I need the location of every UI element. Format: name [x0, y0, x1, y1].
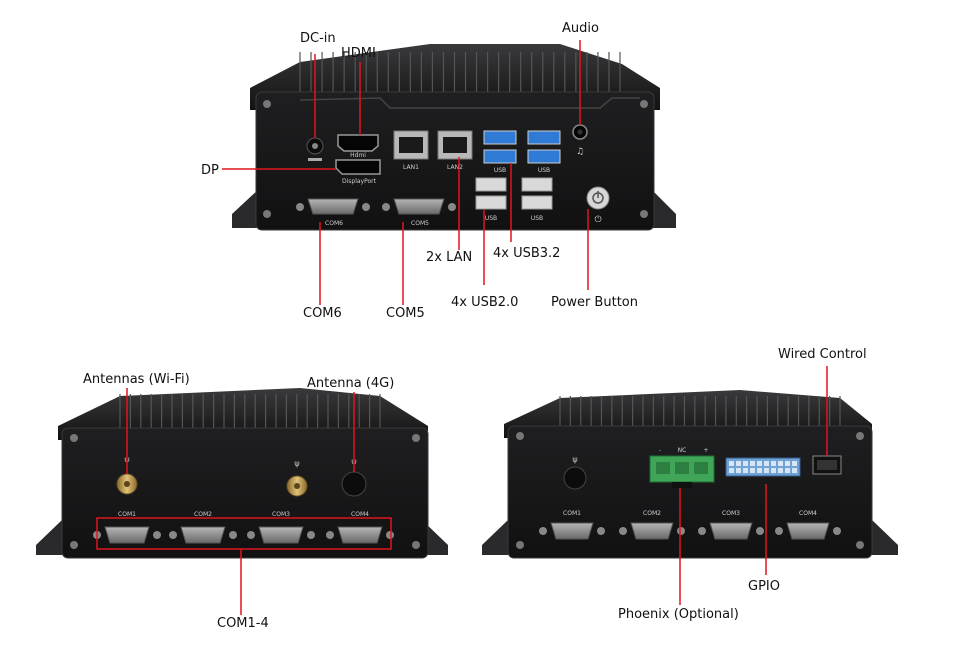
callout-com5: COM5 — [386, 306, 425, 321]
front-panel — [61, 427, 429, 559]
antenna-icon: ψ — [572, 455, 577, 464]
callout-4x-usb20: 4x USB2.0 — [451, 295, 519, 310]
phoenix-minus-label: - — [659, 447, 661, 454]
callout-antenna-4g: Antenna (4G) — [307, 376, 395, 391]
bottom-right-device: ψ - NC + COM1 COM2 COM3 COM4 — [482, 390, 898, 559]
lan1-port-label: LAN1 — [403, 164, 419, 171]
callout-dp: DP — [201, 163, 219, 178]
phoenix-plus-label: + — [703, 447, 708, 454]
wifi-antenna-connector — [116, 473, 138, 495]
top-callout-lines — [222, 40, 589, 305]
hdmi-port-label: Hdmi — [350, 152, 366, 159]
com1-4-ports: COM1 COM2 COM3 COM4 — [93, 511, 394, 544]
displayport-port-label: DisplayPort — [342, 178, 377, 185]
displayport-port — [335, 159, 381, 175]
com6-port-label: COM6 — [325, 220, 343, 227]
wifi-antenna-connector — [286, 475, 308, 497]
com1-port-label: COM1 — [563, 510, 581, 517]
phoenix-nc-label: NC — [678, 447, 687, 454]
callout-4x-usb32: 4x USB3.2 — [493, 246, 561, 261]
4g-antenna-cap — [341, 471, 367, 497]
callout-com1-4: COM1-4 — [217, 616, 269, 631]
antenna-cap — [563, 466, 587, 490]
com4-port-label: COM4 — [351, 511, 369, 518]
callout-phoenix-optional: Phoenix (Optional) — [618, 607, 739, 622]
power-icon: ⏻ — [594, 214, 601, 225]
mount-foot-right — [650, 188, 676, 228]
fin-lines — [299, 52, 621, 96]
screw — [640, 100, 648, 108]
screw — [640, 210, 648, 218]
screw — [263, 100, 271, 108]
bottom-right-callout-lines — [679, 366, 828, 605]
lan2-port-label: LAN2 — [447, 164, 463, 171]
phoenix-connector — [649, 455, 715, 488]
callout-com6: COM6 — [303, 306, 342, 321]
com3-port-label: COM3 — [272, 511, 290, 518]
callout-antennas-wifi: Antennas (Wi-Fi) — [83, 372, 190, 387]
com2-port-label: COM2 — [194, 511, 212, 518]
com5-port-label: COM5 — [411, 220, 429, 227]
com1-port-label: COM1 — [118, 511, 136, 518]
usb32-ports — [483, 130, 561, 164]
usb-label: USB — [538, 167, 550, 174]
callout-gpio: GPIO — [748, 579, 780, 594]
com2-port-label: COM2 — [643, 510, 661, 517]
usb-label: USB — [494, 167, 506, 174]
hdmi-port — [337, 134, 379, 152]
bottom-left-callout-lines — [126, 388, 355, 615]
screw — [263, 210, 271, 218]
usb20-ports — [475, 177, 553, 210]
callout-power-button: Power Button — [551, 295, 638, 310]
callout-dc-in: DC-in — [300, 31, 336, 46]
com1-4-highlight-box — [96, 517, 392, 550]
top-device: Hdmi DisplayPort LAN1 LAN2 USB USB USB U… — [232, 44, 676, 231]
rear-com-ports: COM1 COM2 COM3 COM4 — [539, 510, 841, 540]
com6-port — [296, 198, 370, 215]
callout-hdmi: HDMI — [341, 46, 376, 61]
headphone-icon: ♫ — [576, 147, 584, 157]
callout-2x-lan: 2x LAN — [426, 250, 473, 265]
callout-wired-control: Wired Control — [778, 347, 867, 362]
usb-label: USB — [485, 215, 497, 222]
mount-foot-left — [232, 188, 260, 228]
antenna-icon: ψ — [294, 459, 299, 468]
com3-port-label: COM3 — [722, 510, 740, 517]
com5-port — [382, 198, 456, 215]
callout-audio: Audio — [562, 21, 599, 36]
gpio-header — [725, 457, 801, 477]
usb-label: USB — [531, 215, 543, 222]
com4-port-label: COM4 — [799, 510, 817, 517]
front-panel — [255, 91, 655, 231]
